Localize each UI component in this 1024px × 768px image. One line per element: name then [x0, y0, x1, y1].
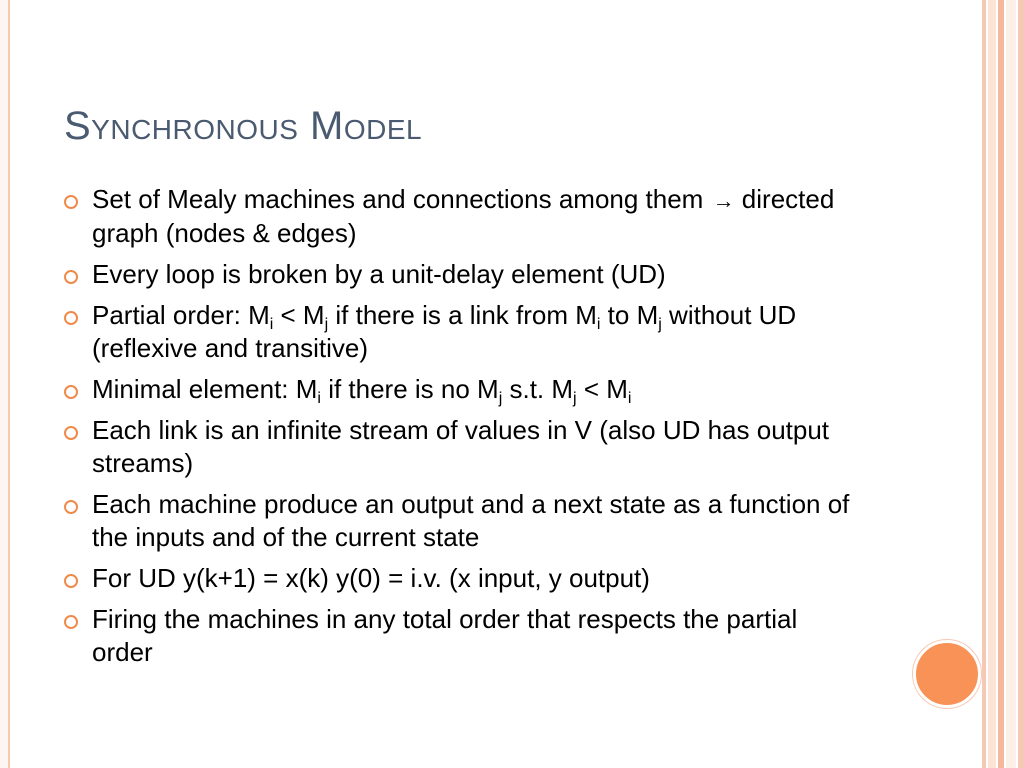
bullet-item: Each link is an infinite stream of value… [64, 414, 864, 480]
stripe [988, 0, 996, 768]
subscript: i [269, 316, 274, 333]
bullet-text: For UD y(k+1) = x(k) y(0) = i.v. (x inpu… [92, 563, 650, 593]
text-run: Set of Mealy machines and connections am… [92, 184, 711, 214]
text-run: Partial order: M [92, 300, 270, 330]
text-run: if there is no M [320, 374, 499, 404]
text-run: Minimal element: M [92, 374, 318, 404]
slide-title: Synchronous Model [64, 104, 423, 148]
text-run: s.t. M [502, 374, 574, 404]
text-run: without UD (reflexive and transitive) [92, 300, 797, 363]
text-run: to M [600, 300, 659, 330]
ring-bullet-icon [64, 615, 78, 629]
bullet-text: Each link is an infinite stream of value… [92, 415, 829, 478]
left-frame-border [0, 0, 10, 768]
bullet-list: Set of Mealy machines and connections am… [64, 183, 864, 677]
subscript: i [627, 390, 632, 407]
bullet-text: Every loop is broken by a unit-delay ele… [92, 259, 666, 289]
ring-bullet-icon [64, 574, 78, 588]
stripe [982, 0, 986, 768]
bullet-item: Every loop is broken by a unit-delay ele… [64, 258, 864, 291]
text-run: Each link is an infinite stream of value… [92, 415, 830, 478]
bullet-text: Minimal element: Mi if there is no Mj s.… [92, 374, 632, 407]
ring-bullet-icon [64, 385, 78, 399]
text-run: For UD y(k+1) = x(k) y(0) = i.v. (x inpu… [92, 563, 650, 593]
bullet-item: Set of Mealy machines and connections am… [64, 183, 864, 250]
text-run: < M [576, 374, 628, 404]
bullet-item: Partial order: Mi < Mj if there is a lin… [64, 299, 864, 365]
subscript: j [658, 316, 662, 333]
ring-bullet-icon [64, 195, 78, 209]
bullet-text: Firing the machines in any total order t… [92, 604, 797, 667]
stripe [1006, 0, 1016, 768]
ring-bullet-icon [64, 500, 78, 514]
orange-circle-decoration [913, 640, 981, 708]
text-run: Every loop is broken by a unit-delay ele… [92, 259, 666, 289]
subscript: i [317, 390, 321, 407]
text-run: Each machine produce an output and a nex… [92, 489, 850, 552]
bullet-text: Each machine produce an output and a nex… [92, 489, 849, 552]
stripe [1018, 0, 1024, 768]
text-run: Firing the machines in any total order t… [92, 604, 798, 667]
subscript: j [324, 316, 329, 333]
ring-bullet-icon [64, 270, 78, 284]
text-run: if there is a link from M [328, 300, 597, 330]
stripe [998, 0, 1004, 768]
subscript: i [596, 316, 601, 333]
bullet-item: Firing the machines in any total order t… [64, 603, 864, 669]
bullet-item: Minimal element: Mi if there is no Mj s.… [64, 373, 864, 407]
ring-bullet-icon [64, 311, 78, 325]
bullet-text: Set of Mealy machines and connections am… [92, 184, 834, 248]
arrow-icon: → [712, 188, 735, 213]
subscript: j [573, 390, 577, 407]
bullet-text: Partial order: Mi < Mj if there is a lin… [92, 300, 796, 363]
ring-bullet-icon [64, 426, 78, 440]
text-run: directed graph (nodes & edges) [92, 184, 835, 248]
bullet-item: Each machine produce an output and a nex… [64, 488, 864, 554]
subscript: j [498, 390, 503, 407]
text-run: < M [273, 300, 325, 330]
bullet-item: For UD y(k+1) = x(k) y(0) = i.v. (x inpu… [64, 562, 864, 595]
right-decorative-stripes [976, 0, 1024, 768]
